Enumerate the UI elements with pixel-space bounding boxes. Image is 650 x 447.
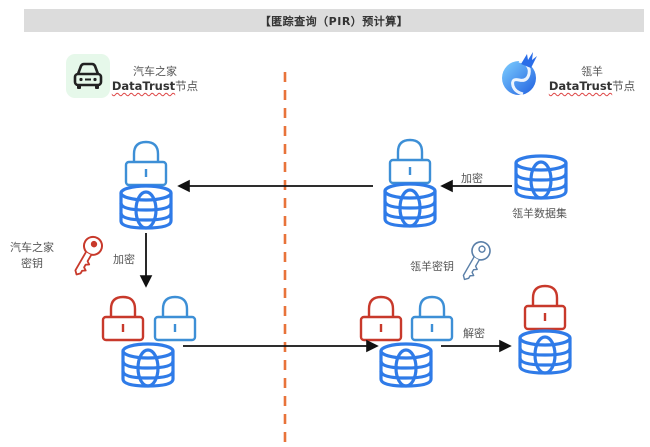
lock-icon-blue (153, 295, 197, 342)
db-double-encrypted-left (101, 295, 197, 388)
database-icon (119, 184, 173, 230)
db-result-left-key (518, 284, 572, 375)
lock-icon-red (359, 295, 403, 342)
lock-icon-red (523, 284, 567, 331)
left-node-suffix: 节点 (175, 79, 199, 93)
label-left-key-line2: 密钥 (21, 257, 43, 270)
label-encrypt-right: 加密 (461, 172, 483, 185)
left-node-name: 汽车之家 (133, 65, 177, 78)
left-node-platform: DataTrust节点 (110, 79, 200, 93)
right-node-platform-name: DataTrust (548, 79, 613, 93)
left-node-logo (66, 54, 110, 98)
right-node-suffix: 节点 (612, 79, 636, 93)
car-icon (73, 62, 103, 89)
right-node-name: 瓴羊 (581, 65, 603, 78)
lock-icon-blue (388, 138, 432, 185)
dataset-plain (514, 154, 568, 200)
left-node-label: 汽车之家 DataTrust节点 (110, 65, 200, 93)
lock-icon-blue (124, 140, 168, 187)
right-node-platform: DataTrust节点 (542, 79, 642, 93)
diagram-title: 【匿踪查询（PIR）预计算】 (259, 14, 409, 28)
database-icon (379, 342, 433, 388)
database-icon (383, 182, 437, 228)
key-icon-red (74, 235, 103, 276)
database-icon (121, 342, 175, 388)
lock-icon-red (101, 295, 145, 342)
key-icon-blue (462, 241, 491, 281)
lock-icon-blue (410, 295, 454, 342)
label-left-key: 汽车之家 密钥 (10, 240, 54, 272)
left-node-platform-name: DataTrust (111, 79, 176, 93)
label-decrypt: 解密 (463, 327, 485, 340)
right-node-label: 瓴羊 DataTrust节点 (542, 65, 642, 93)
db-encrypted-right (383, 138, 437, 228)
dragon-logo-icon (502, 52, 537, 96)
title-banner: 【匿踪查询（PIR）预计算】 (24, 9, 644, 32)
db-double-encrypted-right (359, 295, 454, 388)
label-left-key-line1: 汽车之家 (10, 241, 54, 254)
db-encrypted-right-key-received (119, 140, 173, 230)
label-encrypt-left: 加密 (113, 253, 135, 266)
label-dataset: 瓴羊数据集 (512, 207, 567, 220)
right-node-logo (497, 50, 543, 96)
database-icon (514, 154, 568, 200)
label-right-key: 瓴羊密钥 (410, 260, 454, 273)
database-icon (518, 329, 572, 375)
